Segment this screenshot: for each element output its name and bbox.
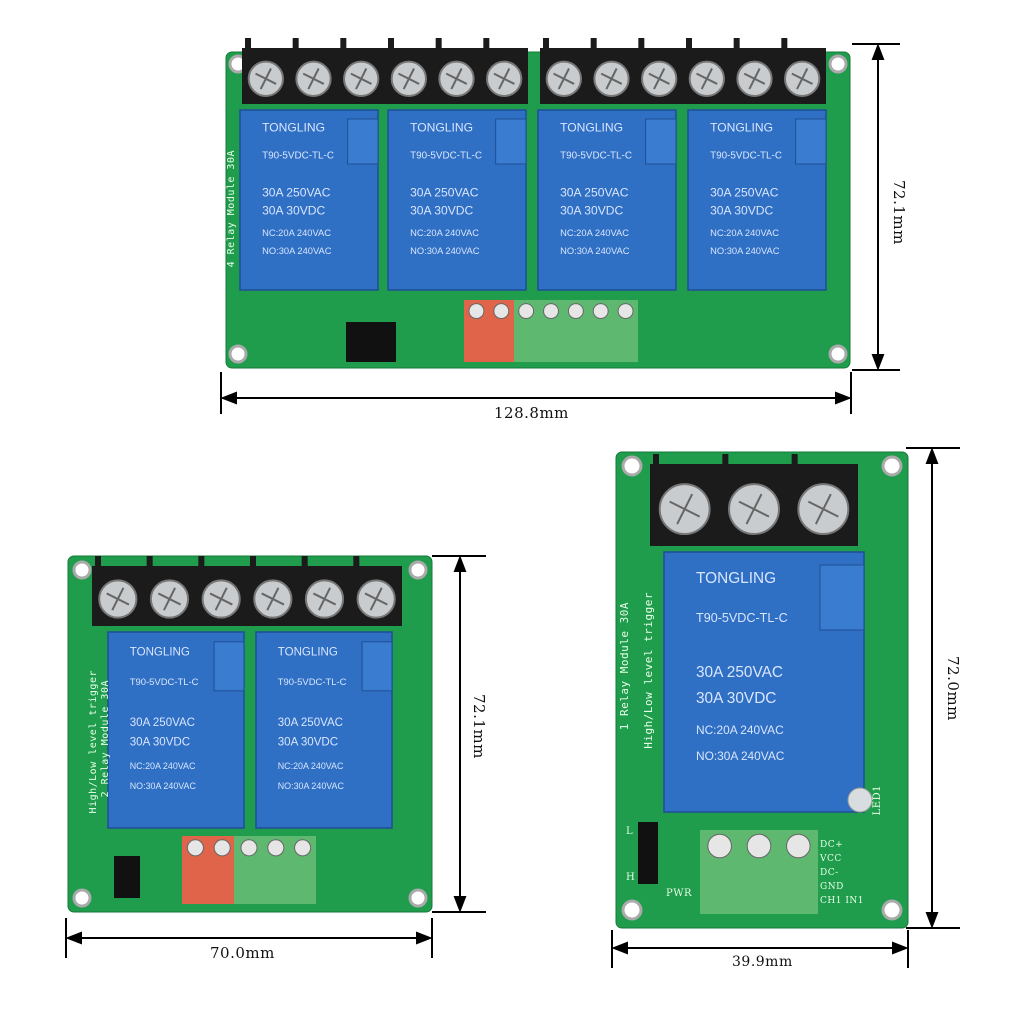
terminal-screw-icon — [518, 303, 535, 320]
screw-terminal-block — [242, 48, 528, 104]
silk-label-1: High/Low level trigger — [642, 592, 655, 749]
pwr-label: PWR — [666, 888, 693, 899]
two-height-label: 72.1mm — [470, 694, 488, 759]
one-width-label: 39.9mm — [732, 954, 793, 970]
terminal-screw-icon — [240, 839, 258, 857]
relay-text: NC:20A 240VAC — [278, 761, 344, 771]
relay-text: TONGLING — [710, 121, 773, 135]
terminal-screw-icon — [493, 303, 510, 320]
one-height-label: 72.0mm — [944, 656, 962, 721]
terminal-screw-icon — [543, 303, 559, 320]
relay-text: 30A 250VAC — [710, 185, 779, 199]
terminal-screw-icon — [592, 303, 609, 320]
relay-text: 30A 250VAC — [410, 185, 479, 199]
relay-text: TONGLING — [278, 647, 338, 659]
relay-text: T90-5VDC-TL-C — [410, 151, 482, 162]
relay-text: TONGLING — [410, 121, 473, 135]
pin-labels: DC+ VCC DC- GND CH1 IN1 — [820, 838, 864, 908]
relay-text: 30A 30VDC — [560, 203, 623, 217]
terminal-screw-icon — [567, 303, 584, 320]
relay-text: NC:20A 240VAC — [696, 723, 784, 737]
relay-text: TONGLING — [696, 570, 776, 587]
four-height-label: 72.1mm — [890, 180, 908, 245]
terminal-screw-icon — [786, 833, 811, 859]
terminal-screw-icon — [294, 839, 312, 857]
relay-text: 30A 250VAC — [696, 664, 783, 681]
pin-label: DC- GND — [820, 868, 844, 892]
relay-text: NO:30A 240VAC — [262, 246, 332, 256]
pin-label: DC+ VCC — [820, 840, 844, 864]
relay-text: 30A 250VAC — [130, 717, 195, 729]
terminal-screw-icon — [746, 833, 772, 859]
screw-terminal-block — [92, 566, 402, 626]
relay-text: 30A 30VDC — [278, 737, 338, 749]
pin-label: CH1 IN1 — [820, 896, 864, 906]
two-width-label: 70.0mm — [210, 944, 275, 962]
relay-text: TONGLING — [262, 121, 325, 135]
relay-text: T90-5VDC-TL-C — [710, 151, 782, 162]
relay-text: 30A 250VAC — [560, 185, 629, 199]
relay-text: 30A 30VDC — [410, 203, 473, 217]
relay-text: T90-5VDC-TL-C — [130, 677, 199, 688]
relay-text: NO:30A 240VAC — [278, 781, 345, 791]
relay-text: T90-5VDC-TL-C — [560, 151, 632, 162]
relay-text: NO:30A 240VAC — [410, 246, 480, 256]
relay-text: NC:20A 240VAC — [130, 761, 196, 771]
relay-text: TONGLING — [130, 647, 190, 659]
relay-text: 30A 30VDC — [262, 203, 325, 217]
relay-text: 30A 250VAC — [262, 185, 331, 199]
screw-terminal-block — [540, 48, 826, 104]
relay-text: 30A 30VDC — [130, 737, 190, 749]
terminal-screw-icon — [267, 839, 285, 857]
relay-text: T90-5VDC-TL-C — [696, 611, 788, 625]
relay-text: T90-5VDC-TL-C — [262, 151, 334, 162]
relay-text: TONGLING — [560, 121, 623, 135]
relay-text: NO:30A 240VAC — [696, 749, 785, 763]
terminal-screw-icon — [468, 303, 485, 320]
led-label: LED1 — [872, 785, 883, 816]
relay-text: NC:20A 240VAC — [710, 228, 779, 238]
jumper-high-label: H — [626, 872, 636, 883]
terminal-screw-icon — [213, 839, 231, 857]
four-width-label: 128.8mm — [494, 404, 569, 422]
relay-text: 30A 30VDC — [710, 203, 773, 217]
relay-text: NO:30A 240VAC — [710, 246, 780, 256]
relay-text: T90-5VDC-TL-C — [278, 677, 347, 688]
terminal-screw-icon — [707, 833, 732, 859]
terminal-screw-icon — [186, 839, 204, 857]
silk-label-2: 1 Relay Module 30A — [618, 602, 631, 731]
relay-text: NO:30A 240VAC — [560, 246, 630, 256]
terminal-screw-icon — [617, 303, 634, 320]
jumper-low-label: L — [626, 826, 634, 837]
relay-text: NC:20A 240VAC — [410, 228, 479, 238]
relay-text: NC:20A 240VAC — [262, 228, 331, 238]
relay-text: NO:30A 240VAC — [130, 781, 197, 791]
relay-text: 30A 250VAC — [278, 717, 343, 729]
relay-text: 30A 30VDC — [696, 690, 776, 707]
relay-text: NC:20A 240VAC — [560, 228, 629, 238]
